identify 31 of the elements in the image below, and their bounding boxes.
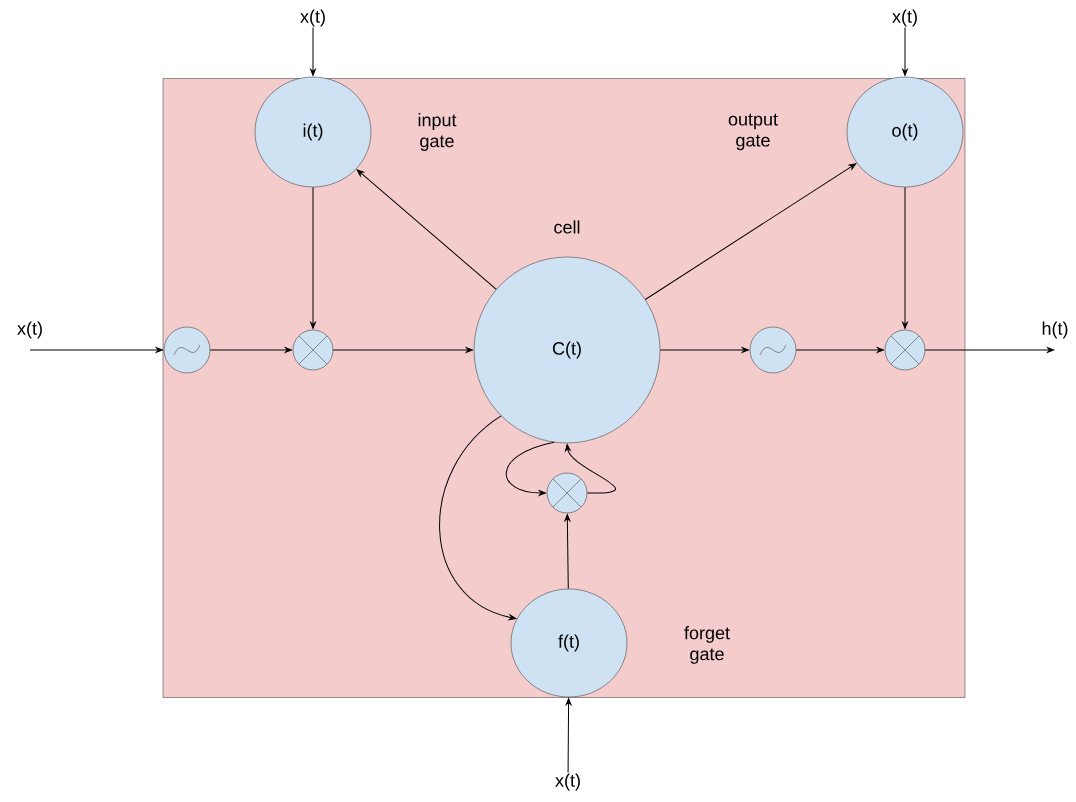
gate-label: output gate [728,113,778,151]
signal-label: x(t) [17,321,42,339]
arrow [332,347,473,353]
arrow [902,27,908,76]
arrow [795,347,884,353]
arrow [356,169,497,290]
arrow [902,186,908,329]
gate-label: input gate [418,113,457,151]
multiply-circle [884,329,926,371]
signal-label: x(t) [300,9,325,27]
arrow [924,347,1055,353]
tanh-circle [163,326,211,374]
arrow [439,415,517,621]
arrow [505,441,555,496]
gate-label: forget gate [684,626,730,664]
signal-label: x(t) [892,9,917,27]
arrow [565,444,616,494]
signal-label: h(t) [1042,321,1068,339]
multiply-circle [292,329,334,371]
arrow [659,347,749,353]
tanh-circle [749,326,797,374]
gate-label: cell [554,220,580,234]
arrow [310,186,316,329]
arrow [565,698,572,773]
arrow [29,347,163,353]
arrow [644,163,857,300]
signal-label: x(t) [555,773,580,791]
arrow [310,27,316,76]
arrow [209,347,292,353]
arrow [564,514,571,590]
multiply-circle [546,472,588,514]
